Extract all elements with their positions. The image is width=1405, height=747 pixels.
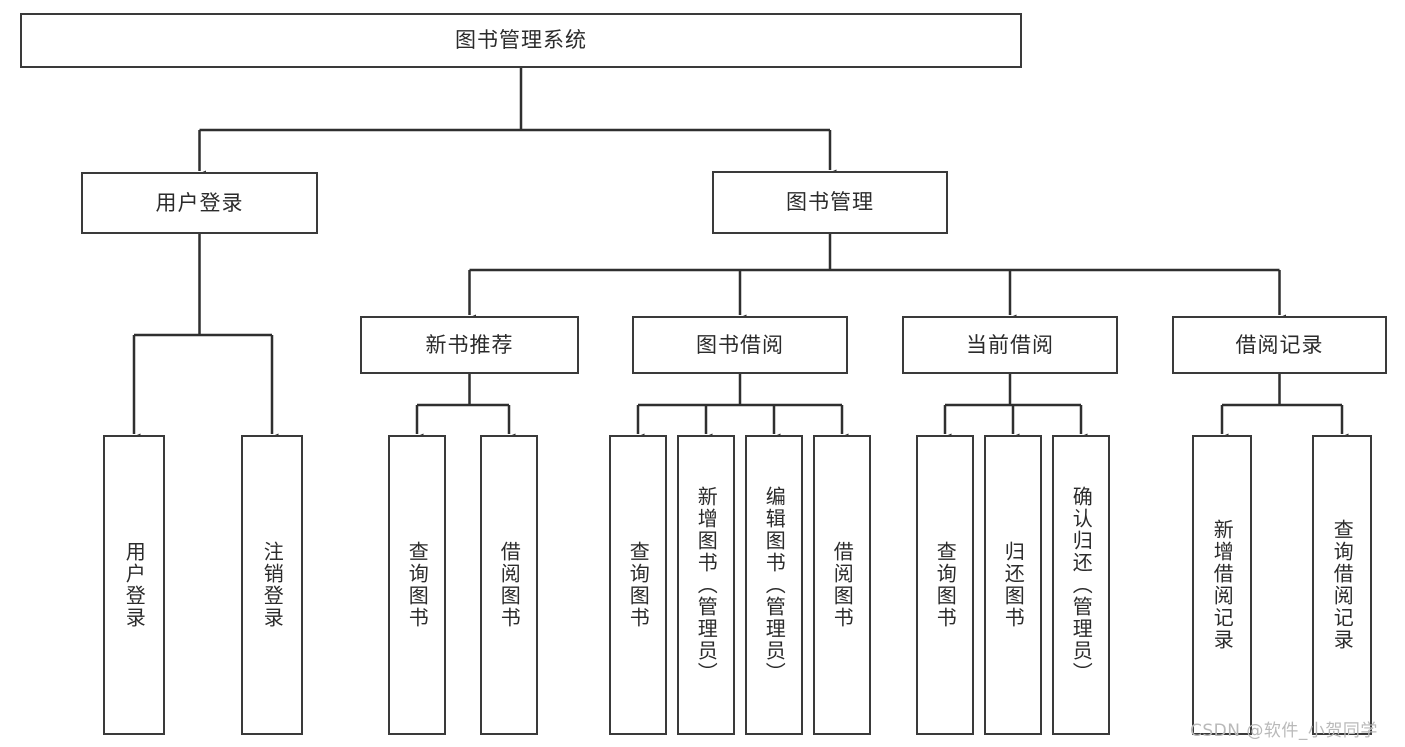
node-leaf-query-book-2[interactable]: 查询图书 <box>609 435 667 735</box>
node-label: 编辑图书（管理员） <box>762 486 787 684</box>
node-user-login[interactable]: 用户登录 <box>81 172 318 234</box>
node-leaf-return-book[interactable]: 归还图书 <box>984 435 1042 735</box>
node-leaf-query-book-1[interactable]: 查询图书 <box>388 435 446 735</box>
node-label: 新增借阅记录 <box>1210 519 1235 651</box>
node-label: 新书推荐 <box>425 332 514 357</box>
node-current-borrow[interactable]: 当前借阅 <box>902 316 1118 374</box>
node-label: 借阅图书 <box>830 541 855 629</box>
node-label: 图书管理系统 <box>455 28 587 53</box>
node-root[interactable]: 图书管理系统 <box>20 13 1022 68</box>
node-leaf-logout[interactable]: 注销登录 <box>241 435 303 735</box>
node-book-borrow[interactable]: 图书借阅 <box>632 316 848 374</box>
edge-group <box>127 68 1349 445</box>
node-book-manage[interactable]: 图书管理 <box>712 171 948 234</box>
node-label: 确认归还（管理员） <box>1069 486 1094 684</box>
node-borrow-record[interactable]: 借阅记录 <box>1172 316 1387 374</box>
watermark-label: CSDN @软件_小贺同学 <box>1190 721 1378 741</box>
node-label: 用户登录 <box>122 541 147 629</box>
node-label: 归还图书 <box>1001 541 1026 629</box>
node-label: 图书借阅 <box>696 332 784 357</box>
node-leaf-add-record[interactable]: 新增借阅记录 <box>1192 435 1252 735</box>
node-leaf-user-login[interactable]: 用户登录 <box>103 435 165 735</box>
node-label: 图书管理 <box>786 190 874 215</box>
node-label: 查询借阅记录 <box>1330 519 1355 651</box>
node-leaf-query-book-3[interactable]: 查询图书 <box>916 435 974 735</box>
node-label: 用户登录 <box>155 190 244 215</box>
node-label: 新增图书（管理员） <box>694 486 719 684</box>
node-label: 注销登录 <box>260 541 285 629</box>
node-label: 查询图书 <box>626 541 651 629</box>
node-leaf-borrow-book-2[interactable]: 借阅图书 <box>813 435 871 735</box>
node-leaf-borrow-book-1[interactable]: 借阅图书 <box>480 435 538 735</box>
node-label: 查询图书 <box>405 541 430 629</box>
node-label: 当前借阅 <box>966 332 1054 357</box>
node-leaf-query-record[interactable]: 查询借阅记录 <box>1312 435 1372 735</box>
node-label: 借阅记录 <box>1235 332 1324 357</box>
node-leaf-confirm-return[interactable]: 确认归还（管理员） <box>1052 435 1110 735</box>
node-label: 查询图书 <box>933 541 958 629</box>
node-leaf-edit-book[interactable]: 编辑图书（管理员） <box>745 435 803 735</box>
node-leaf-add-book[interactable]: 新增图书（管理员） <box>677 435 735 735</box>
node-label: 借阅图书 <box>497 541 522 629</box>
node-new-book-rec[interactable]: 新书推荐 <box>360 316 579 374</box>
